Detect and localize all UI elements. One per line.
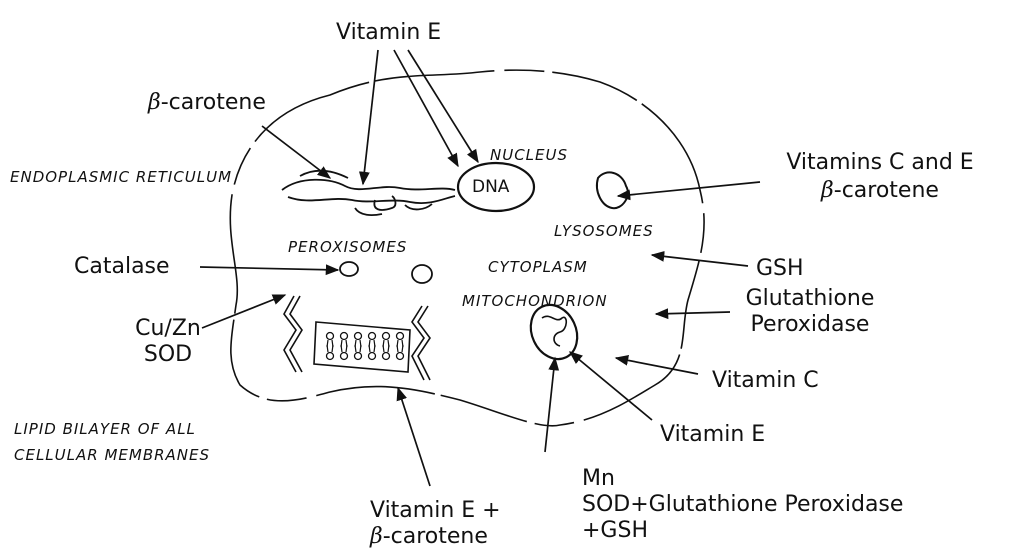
- lipid-head-top: [355, 333, 362, 340]
- arrow-vite-beta-to-membrane: [398, 388, 430, 486]
- label-vitamins-ce-beta: β-carotene: [760, 178, 1000, 204]
- label-vitamins-c-e: Vitamins C and E: [760, 150, 1000, 176]
- label-gsh-bottom: +GSH: [582, 518, 648, 544]
- label-catalase: Catalase: [74, 254, 170, 280]
- label-vitamin-e-top: Vitamin E: [336, 20, 441, 46]
- label-lysosomes: LYSOSOMES: [554, 222, 654, 240]
- lipid-tail-bottom: [397, 345, 403, 352]
- lipid-head-bottom: [355, 353, 362, 360]
- peroxisome-2: [412, 265, 432, 283]
- lipid-tail-top: [355, 340, 361, 347]
- label-mitochondrion: MITOCHONDRION: [462, 292, 608, 310]
- label-beta-suffix: -carotene: [383, 524, 488, 549]
- lipid-head-top: [369, 333, 376, 340]
- mitochondrion-cristae: [542, 316, 566, 346]
- lipid-head-bottom: [327, 353, 334, 360]
- label-peroxisomes: PEROXISOMES: [288, 238, 407, 256]
- lipid-head-top: [327, 333, 334, 340]
- label-lipid-bilayer-2: CELLULAR MEMBRANES: [14, 446, 210, 464]
- lipid-bilayer-shape: [284, 296, 430, 380]
- beta-symbol: β: [370, 524, 383, 549]
- label-vitamin-e-plus: Vitamin E +: [370, 498, 501, 524]
- arrow-vite-to-nucleus-2: [408, 50, 478, 162]
- label-beta-suffix: -carotene: [834, 178, 939, 203]
- beta-symbol: β: [821, 178, 834, 203]
- lipid-head-top: [397, 333, 404, 340]
- arrow-gpx-to-cell: [656, 312, 730, 314]
- label-vitamin-e-mito: Vitamin E: [660, 422, 765, 448]
- lipid-tail-bottom: [383, 345, 389, 352]
- lipid-head-top: [383, 333, 390, 340]
- label-glutathione: Glutathione: [730, 286, 890, 312]
- arrow-vite-to-er: [363, 50, 378, 184]
- lipid-tail-bottom: [355, 345, 361, 352]
- arrow-cuzn-to-cell: [202, 295, 285, 328]
- label-lipid-bilayer-1: LIPID BILAYER OF ALL: [14, 420, 196, 438]
- label-cytoplasm: CYTOPLASM: [488, 258, 588, 276]
- arrow-betacarotene-to-er: [262, 126, 330, 178]
- label-nucleus: NUCLEUS: [490, 146, 568, 164]
- lipid-head-bottom: [341, 353, 348, 360]
- arrow-catalase-to-peroxisome: [200, 267, 338, 270]
- lipid-tail-top: [369, 340, 375, 347]
- lipid-tail-top: [397, 340, 403, 347]
- label-mn: Mn: [582, 466, 615, 492]
- beta-symbol: β: [148, 90, 161, 115]
- label-dna: DNA: [472, 174, 509, 200]
- arrow-vite-to-nucleus-1: [394, 50, 458, 166]
- lipid-head-top: [341, 333, 348, 340]
- lipid-tail-bottom: [369, 345, 375, 352]
- label-vitamin-c: Vitamin C: [712, 368, 819, 394]
- label-sod-gpx: SOD+Glutathione Peroxidase: [582, 492, 903, 518]
- er-shape: [282, 171, 455, 215]
- lipid-head-bottom: [383, 353, 390, 360]
- lipid-tail-bottom: [341, 345, 347, 352]
- label-beta-carotene-top: β-carotene: [148, 90, 266, 116]
- label-endoplasmic-reticulum: ENDOPLASMIC RETICULUM: [10, 168, 232, 186]
- arrow-vitce-to-lysosome: [618, 182, 760, 196]
- peroxisome-1: [340, 262, 358, 276]
- arrow-mn-to-mito: [545, 358, 555, 452]
- label-vitamin-e-beta: β-carotene: [370, 524, 488, 550]
- lipid-heads: [327, 333, 404, 360]
- label-gsh: GSH: [756, 256, 804, 282]
- arrow-vitc-to-cell: [616, 358, 698, 374]
- lipid-head-bottom: [397, 353, 404, 360]
- lipid-tail-bottom: [327, 345, 333, 352]
- label-peroxidase: Peroxidase: [730, 312, 890, 338]
- lipid-tail-top: [383, 340, 389, 347]
- label-cuzn: Cu/Zn: [128, 316, 208, 342]
- label-sod: SOD: [128, 342, 208, 368]
- lysosome-shape: [597, 172, 628, 208]
- lipid-tail-top: [327, 340, 333, 347]
- lipid-head-bottom: [369, 353, 376, 360]
- label-beta-carotene-suffix: -carotene: [161, 90, 266, 115]
- lipid-tail-top: [341, 340, 347, 347]
- arrow-gsh-to-cytoplasm: [652, 255, 748, 266]
